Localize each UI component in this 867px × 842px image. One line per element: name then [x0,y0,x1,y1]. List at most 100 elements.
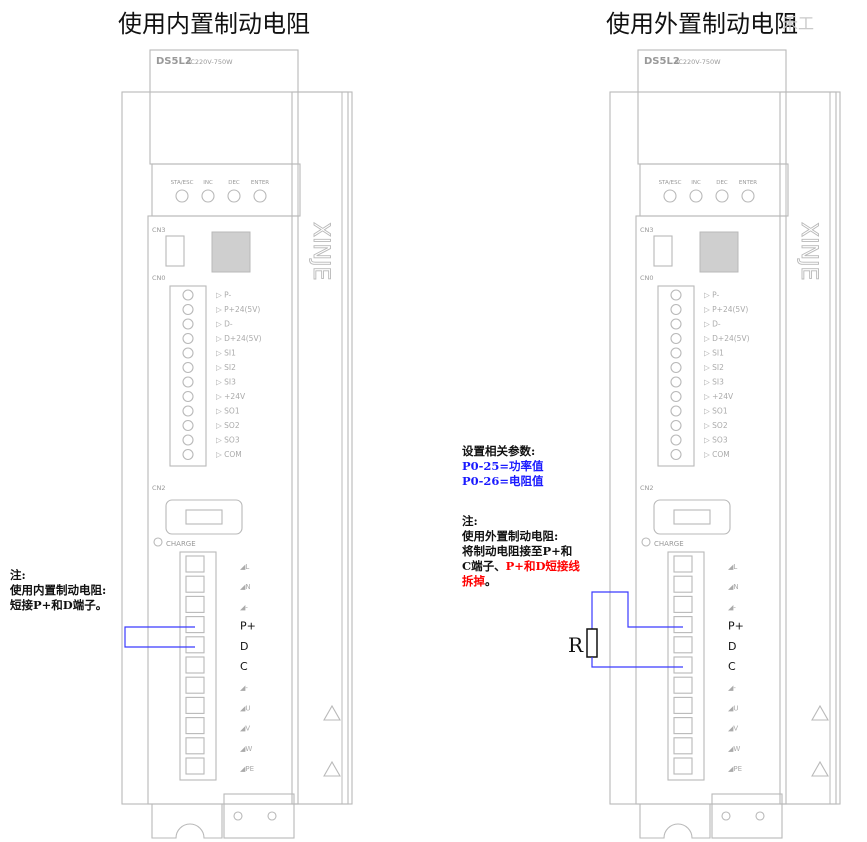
keypad-key-label: DEC [716,180,728,186]
drive-body [121,91,353,805]
parameter-heading: 设置相关参数: [462,444,536,458]
cn2-connector [165,499,243,535]
power-terminal-label: D [728,640,736,653]
top-cover [149,49,299,165]
resistor-label: R [568,633,584,657]
cn0-pin [670,347,682,359]
cn0-pin [670,376,682,388]
left-note-heading: 注: [10,568,26,582]
mounting-foot [151,804,223,839]
charge-led [153,537,163,547]
cn0-pin [670,448,682,461]
port-cn2-label: CN2 [640,484,654,492]
cn0-pin [182,332,194,345]
cn0-pin [182,434,194,446]
cn0-pin-label: ▷ SO2 [704,421,728,430]
left-note-line1: 使用内置制动电阻: [10,583,107,597]
qr-code [699,231,739,273]
keypad-key-label: STA/ESC [171,180,194,186]
mounting-hole [755,811,765,821]
power-terminal-screw [185,555,205,573]
rating-text: AC220V-750W [674,58,721,66]
cn0-pin [670,318,682,330]
cn0-pin [182,347,194,359]
right-note-line1: 使用外置制动电阻: [462,529,559,543]
keypad-key-button [715,189,729,203]
cn0-pin [182,318,194,330]
keypad-key-label: INC [203,180,213,186]
keypad-key-button [689,189,703,203]
power-terminal-label: ◢U [728,704,739,712]
cn0-pin-label: ▷ P- [216,291,232,300]
cn0-pin [670,419,682,432]
cn0-pin-label: ▷ P+24(5V) [216,305,260,314]
power-terminal-screw [673,656,693,674]
power-terminal-label: ◢PE [728,765,742,773]
keypad-key-button [253,189,267,203]
cn0-pin-label: ▷ D- [216,320,233,329]
power-terminal-screw [185,575,205,593]
parameter-power: P0-25=功率值 [462,459,544,473]
power-terminal-label: ◢L [728,563,737,571]
cn0-pin-label: ▷ SI1 [216,349,236,358]
power-terminal-label: ◢PE [240,765,254,773]
cn0-pin-label: ▷ SO2 [216,421,240,430]
power-terminal-screw [185,636,205,654]
cn0-pin [182,419,194,432]
keypad-key-label: STA/ESC [659,180,682,186]
watermark: 禾工 [782,14,815,33]
top-cover [637,49,787,165]
right-note-heading: 注: [462,514,478,528]
cn0-pin [670,332,682,345]
right-note-line4: 拆掉。 [462,574,580,589]
cn0-pin [670,303,682,316]
heatsink [291,91,349,805]
model-text: DS5L2 [644,56,680,67]
cn0-pin-label: ▷ D+24(5V) [216,334,262,343]
cn0-pin-label: ▷ COM [216,450,242,459]
port-cn3-label: CN3 [640,226,654,234]
title-external-resistor: 使用外置制动电阻 [606,10,798,38]
power-terminal-label: ◢W [728,745,740,753]
cn0-pin [670,390,682,403]
power-terminal-label: D [240,640,248,653]
power-terminal-screw [185,676,205,694]
hot-surface-icon [811,760,829,777]
power-terminal-screw [185,737,205,755]
power-terminal-label: ◢- [728,603,736,611]
power-terminal-screw [673,595,693,613]
cn0-pin-label: ▷ SI2 [216,363,236,372]
mounting-hole [721,811,731,821]
charge-led [641,537,651,547]
cn2-socket [673,509,711,525]
cn0-pin [182,448,194,461]
cn0-pin [182,303,194,316]
keypad-key-label: ENTER [251,180,269,186]
keypad-key-button [663,189,677,203]
usb-port [165,235,185,267]
right-note-line4-red: 拆掉 [462,574,485,588]
cn0-pin-label: ▷ P+24(5V) [704,305,748,314]
cn0-pin-label: ▷ SI3 [704,378,724,387]
cn0-connector [657,285,695,467]
power-terminal-screw [673,696,693,714]
right-note: 注: 使用外置制动电阻: 将制动电阻接至P+和 C端子、P+和D短接线 拆掉。 [462,514,580,589]
warning-triangle-icon [323,704,341,721]
cn0-pin-label: ▷ P- [704,291,720,300]
cn0-pin [182,376,194,388]
power-terminal-screw [185,656,205,674]
keypad-key-label: DEC [228,180,240,186]
power-terminal-screw [185,717,205,735]
power-terminal-screw [673,575,693,593]
mounting-plate [223,793,295,839]
power-terminal-screw [673,737,693,755]
cn0-pin [182,289,194,301]
power-terminal-label: P+ [240,620,256,633]
port-cn3-label: CN3 [152,226,166,234]
keypad-key-label: INC [691,180,701,186]
parameter-block: 设置相关参数: P0-25=功率值 P0-26=电阻值 [462,444,544,489]
resistor-symbol [586,628,598,658]
mounting-hole [267,811,277,821]
right-note-line4-black: 。 [485,574,497,588]
power-terminal-label: ◢L [240,563,249,571]
